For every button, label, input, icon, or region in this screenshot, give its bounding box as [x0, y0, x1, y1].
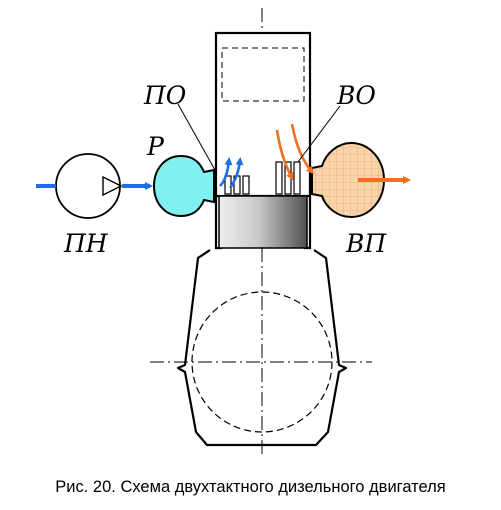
- scavenge-flow-arrow-2: [228, 157, 244, 189]
- exhaust-flow-arrow-2: [290, 123, 314, 175]
- piston: [218, 195, 308, 249]
- crank-circle: [191, 291, 333, 433]
- leader-vo: [297, 105, 341, 163]
- label-exhaust-ports: ВО: [336, 81, 376, 110]
- intake-receiver: [152, 154, 215, 218]
- combustion-space: [221, 47, 305, 102]
- crankcase: [176, 249, 348, 447]
- scavenge-flow-arrow-1: [219, 157, 233, 187]
- exhaust-flow-arrow-1: [275, 129, 294, 181]
- label-intake-ports: ПО: [143, 81, 186, 110]
- figure-caption: Рис. 20. Схема двухтактного дизельного д…: [55, 478, 446, 496]
- label-receiver: Р: [146, 132, 165, 161]
- intake-ports: [224, 175, 250, 195]
- label-exhaust-pipe: ВП: [345, 229, 387, 258]
- leader-po: [177, 103, 216, 171]
- label-scavenge-pump: ПН: [63, 229, 109, 258]
- pump-triangle-icon: [102, 175, 123, 197]
